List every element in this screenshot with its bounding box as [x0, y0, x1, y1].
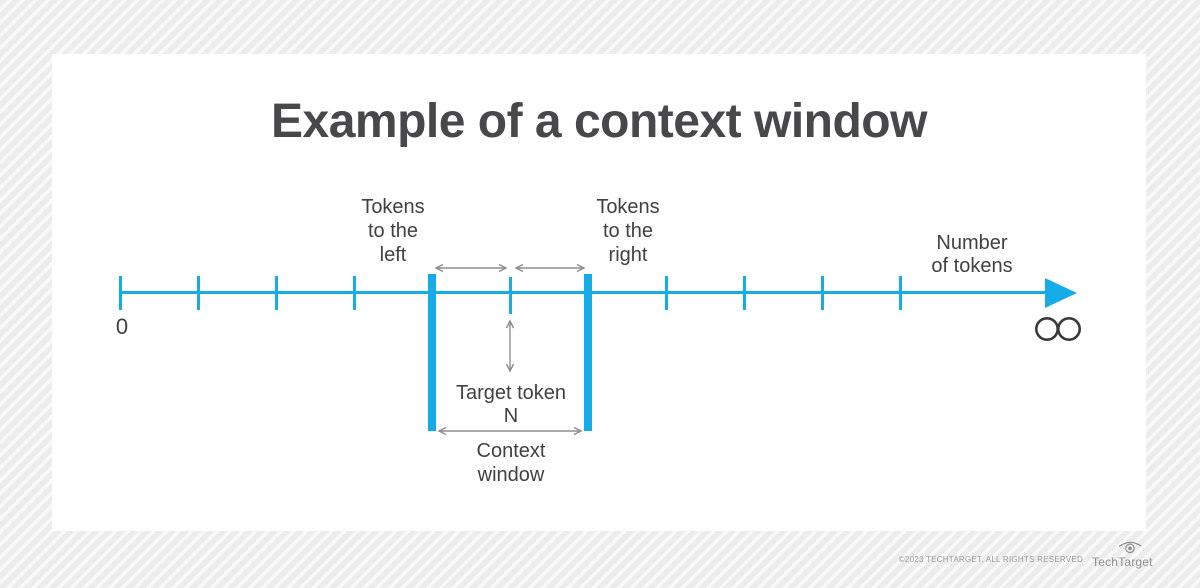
tick-mark — [821, 276, 824, 310]
tick-mark — [353, 276, 356, 310]
tokens-left-span-arrow — [434, 263, 508, 273]
techtarget-logo-text: TechTarget — [1092, 555, 1153, 569]
techtarget-eye-icon — [1118, 541, 1142, 554]
label-line: N — [503, 405, 519, 427]
tick-mark — [665, 276, 668, 310]
label-tokens-left: Tokens to the left — [361, 195, 424, 267]
label-line: to the — [367, 220, 419, 242]
tick-mark — [197, 276, 200, 310]
footer: ©2023 TECHTARGET, ALL RIGHTS RESERVED Te… — [0, 541, 1153, 569]
target-token-pointer-arrow — [505, 319, 515, 373]
tick-mark — [899, 276, 902, 310]
label-line: window — [477, 464, 545, 486]
label-line: Tokens — [361, 196, 425, 218]
page-title: Example of a context window — [271, 95, 927, 148]
context-window-span-arrow — [437, 426, 583, 436]
label-line: left — [379, 244, 407, 266]
label-line: right — [608, 244, 648, 266]
label-line: to the — [602, 220, 654, 242]
tokens-right-span-arrow — [514, 263, 586, 273]
label-context-window: Context window — [477, 439, 546, 487]
context-window-end-bar — [584, 274, 592, 431]
infinity-icon — [1035, 317, 1081, 341]
label-line: Context — [476, 440, 546, 462]
label-line: of tokens — [931, 255, 1013, 277]
target-token-tick — [509, 277, 512, 314]
label-tokens-right: Tokens to the right — [596, 195, 659, 267]
tick-mark — [275, 276, 278, 310]
tick-mark — [743, 276, 746, 310]
copyright-text: ©2023 TECHTARGET, ALL RIGHTS RESERVED — [898, 555, 1083, 564]
zero-label: 0 — [115, 314, 129, 339]
label-number-of-tokens: Number of tokens — [931, 232, 1012, 278]
axis-arrowhead-icon — [1045, 278, 1077, 308]
infographic-card: Example of a context window 0 — [52, 54, 1146, 531]
label-target-token: Target token N — [456, 382, 566, 428]
techtarget-logo: TechTarget — [1092, 541, 1153, 569]
label-line: Tokens — [596, 196, 660, 218]
label-line: Number — [936, 232, 1008, 254]
tick-mark — [119, 276, 122, 310]
label-line: Target token — [455, 382, 567, 404]
context-window-start-bar — [428, 274, 436, 431]
